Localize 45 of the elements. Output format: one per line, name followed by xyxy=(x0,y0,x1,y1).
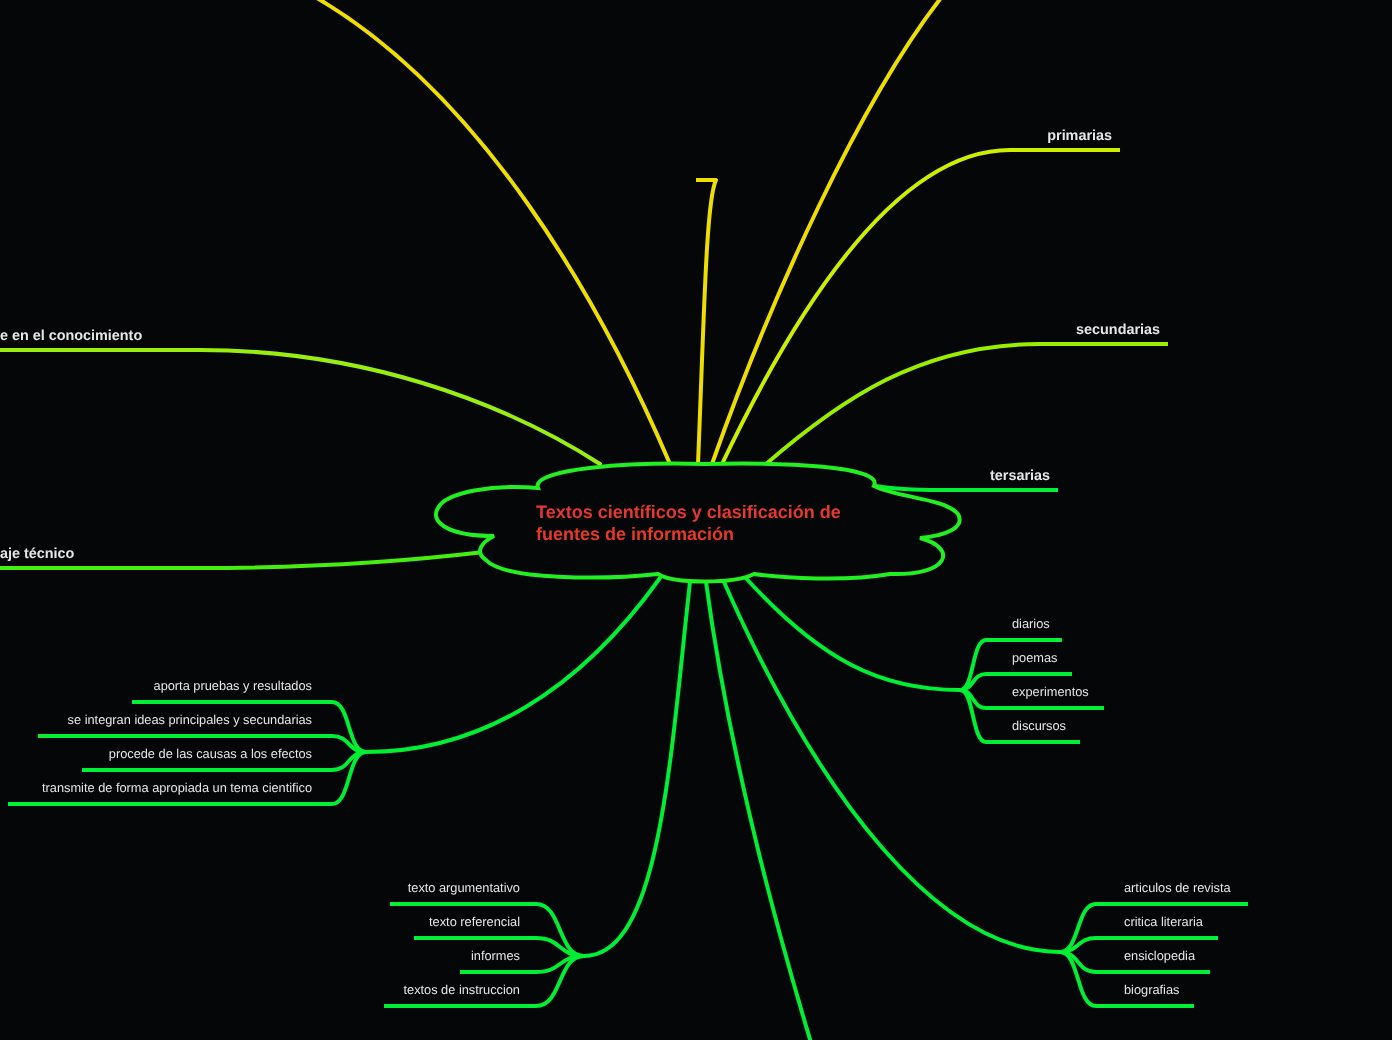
underlined-topic xyxy=(940,466,1058,492)
branch-line xyxy=(722,580,1062,954)
underlined-topic xyxy=(986,720,1080,744)
branch-line xyxy=(1058,902,1098,954)
branch-line xyxy=(742,574,962,692)
branch-line xyxy=(696,178,718,466)
underlined-topic xyxy=(384,984,536,1008)
underlined-topic xyxy=(986,652,1072,676)
underlined-topic xyxy=(0,326,200,352)
branch-line xyxy=(1058,950,1098,974)
underlined-topic xyxy=(38,714,332,738)
branch-line xyxy=(958,638,988,692)
branch-line xyxy=(534,954,586,1008)
underlined-topic xyxy=(1096,882,1248,906)
branch-line xyxy=(958,672,988,692)
branch-line xyxy=(534,954,586,974)
branch-line xyxy=(534,902,586,958)
branch-line xyxy=(710,0,946,466)
underlined-topic xyxy=(414,916,536,940)
underlined-topic xyxy=(8,782,332,806)
underlined-topic xyxy=(986,686,1104,710)
branch-line xyxy=(1058,950,1098,1008)
branch-line xyxy=(582,580,692,958)
branch-line xyxy=(764,342,1042,466)
underlined-topic xyxy=(1010,126,1120,152)
underlined-topic xyxy=(460,950,536,974)
branch-line xyxy=(330,750,368,772)
underlined-topic xyxy=(390,882,536,906)
underlined-topic xyxy=(132,680,332,704)
central-topic-title: Textos científicos y clasificación de fuentes de información xyxy=(536,502,843,546)
underlined-topic xyxy=(1040,320,1168,346)
branch-line xyxy=(330,700,368,754)
branch-line xyxy=(958,688,988,710)
underlined-topic xyxy=(986,618,1062,642)
underlined-topic xyxy=(0,544,200,570)
branch-line xyxy=(958,688,988,744)
branch-line xyxy=(330,750,368,806)
branch-line xyxy=(198,348,602,466)
underlined-topic xyxy=(1096,984,1194,1008)
underlined-topic xyxy=(1096,950,1210,974)
branch-line xyxy=(874,484,942,492)
branch-line xyxy=(704,580,814,1040)
underlined-topic xyxy=(1096,916,1218,940)
underlined-topic xyxy=(82,748,332,772)
branch-line xyxy=(720,148,1012,466)
